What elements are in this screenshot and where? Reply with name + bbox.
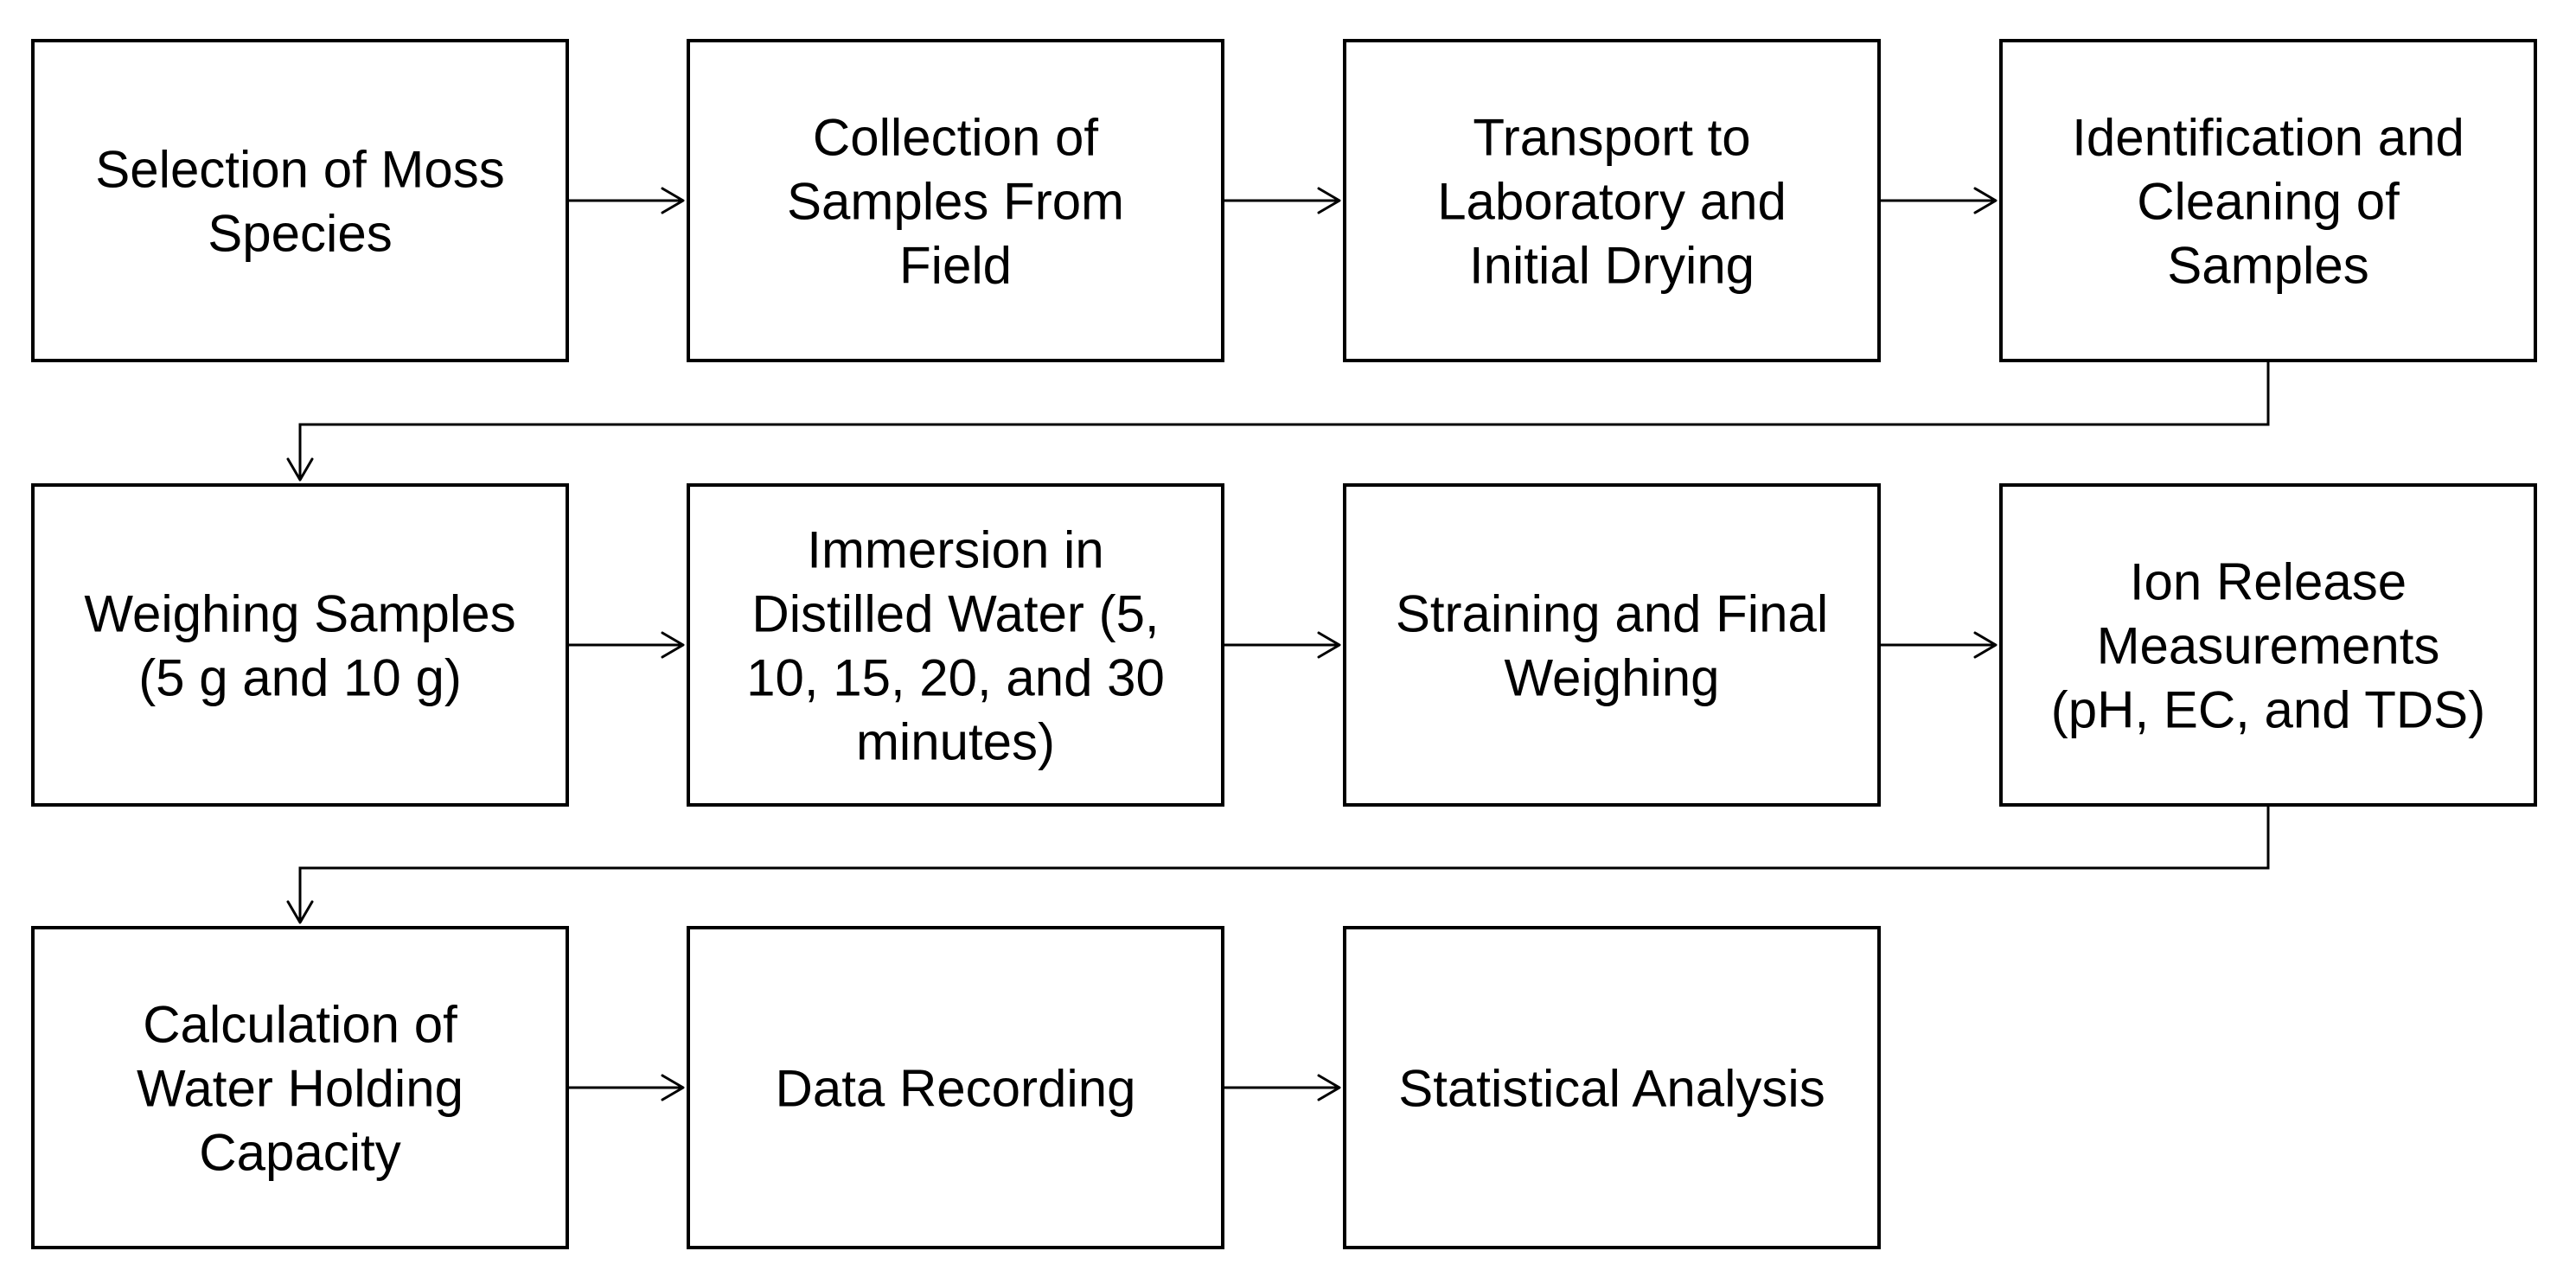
flow-arrow-10 bbox=[1223, 1074, 1341, 1101]
arrowhead bbox=[661, 631, 685, 659]
flow-arrow-8 bbox=[286, 805, 2270, 924]
step-label: Weighing Samples (5 g and 10 g) bbox=[84, 585, 515, 707]
step-label: Data Recording bbox=[776, 1060, 1136, 1118]
step-label: Immersion in Distilled Water (5, 10, 15, 2… bbox=[746, 521, 1165, 771]
step-label-line: Weighing bbox=[1504, 649, 1719, 707]
step-label-line: Calculation of bbox=[143, 996, 457, 1054]
step-label: Statistical Analysis bbox=[1398, 1060, 1825, 1118]
step-box-border bbox=[687, 39, 1224, 362]
step-label-line: Weighing Samples bbox=[84, 585, 515, 643]
step-label-line: Measurements bbox=[2097, 617, 2440, 675]
step-label-line: 10, 15, 20, and 30 bbox=[746, 649, 1165, 707]
arrow-line bbox=[298, 361, 2270, 480]
step-label-line: Samples bbox=[2167, 237, 2368, 295]
arrowhead bbox=[1317, 631, 1341, 659]
step-label-line: (5 g and 10 g) bbox=[138, 649, 462, 707]
step-box-border bbox=[31, 926, 569, 1249]
step-box-border bbox=[31, 39, 569, 362]
arrowhead bbox=[286, 900, 314, 924]
flow-arrow-3 bbox=[1879, 187, 1998, 214]
flow-arrow-6 bbox=[1223, 631, 1341, 659]
step-label-line: Field bbox=[899, 237, 1012, 295]
step-label-line: Straining and Final bbox=[1396, 585, 1828, 643]
arrow-line bbox=[298, 805, 2270, 922]
step-label-line: Cleaning of bbox=[2137, 173, 2400, 231]
step-box-border bbox=[1999, 39, 2537, 362]
step-label-line: Data Recording bbox=[776, 1060, 1136, 1118]
arrowhead bbox=[1973, 631, 1998, 659]
step-box-10: Data Recording bbox=[687, 926, 1224, 1249]
step-box-6: Immersion in Distilled Water (5, 10, 15, 2… bbox=[687, 483, 1224, 807]
step-label-line: Capacity bbox=[199, 1124, 400, 1182]
step-label-line: Immersion in bbox=[807, 521, 1103, 579]
flow-arrow-1 bbox=[567, 187, 685, 214]
step-label-line: (pH, EC, and TDS) bbox=[2051, 681, 2485, 739]
step-box-border bbox=[1999, 483, 2537, 807]
flow-connectors bbox=[286, 187, 2270, 1101]
step-box-border bbox=[687, 926, 1224, 1249]
step-label-line: Transport to bbox=[1473, 109, 1750, 167]
step-label-line: Species bbox=[208, 205, 392, 263]
step-label-line: Samples From bbox=[787, 173, 1124, 231]
flow-arrow-9 bbox=[567, 1074, 685, 1101]
flow-arrow-4 bbox=[286, 361, 2270, 482]
arrowhead bbox=[286, 457, 314, 482]
step-label-line: Initial Drying bbox=[1469, 237, 1755, 295]
step-label-line: Selection of Moss bbox=[95, 141, 505, 199]
flow-arrow-2 bbox=[1223, 187, 1341, 214]
step-label-line: Identification and bbox=[2072, 109, 2464, 167]
step-label-line: Water Holding bbox=[137, 1060, 463, 1118]
step-label-line: Collection of bbox=[813, 109, 1099, 167]
step-label-line: Ion Release bbox=[2130, 553, 2407, 611]
step-label-line: minutes) bbox=[856, 713, 1055, 771]
step-box-border bbox=[1343, 483, 1881, 807]
arrowhead bbox=[661, 187, 685, 214]
step-box-border bbox=[1343, 926, 1881, 1249]
step-label-line: Laboratory and bbox=[1437, 173, 1787, 231]
step-box-border bbox=[1343, 39, 1881, 362]
step-label-line: Distilled Water (5, bbox=[751, 585, 1159, 643]
arrowhead bbox=[1317, 1074, 1341, 1101]
arrowhead bbox=[1973, 187, 1998, 214]
step-box-border bbox=[31, 483, 569, 807]
arrowhead bbox=[661, 1074, 685, 1101]
step-box-11: Statistical Analysis bbox=[1343, 926, 1881, 1249]
step-label-line: Statistical Analysis bbox=[1398, 1060, 1825, 1118]
step-box-5: Weighing Samples (5 g and 10 g) bbox=[31, 483, 569, 807]
flow-arrow-5 bbox=[567, 631, 685, 659]
flow-arrow-7 bbox=[1879, 631, 1998, 659]
arrowhead bbox=[1317, 187, 1341, 214]
step-box-border bbox=[687, 483, 1224, 807]
